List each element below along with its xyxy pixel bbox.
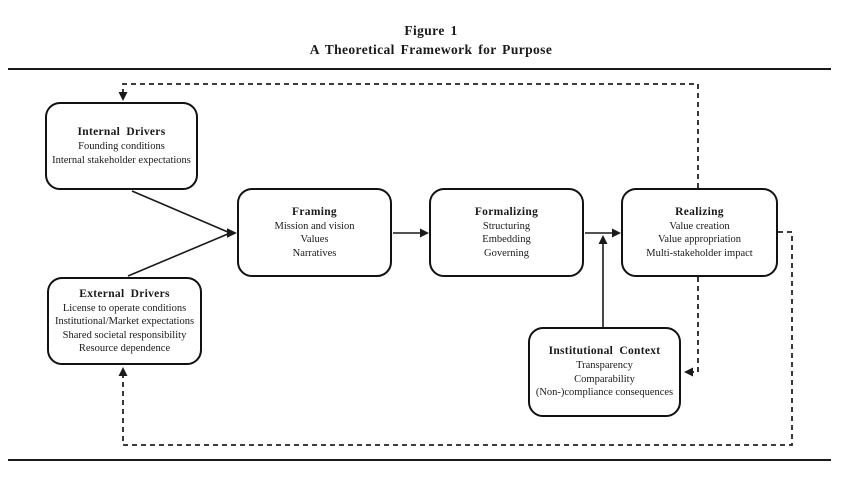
box-framing-line: Narratives (292, 247, 337, 259)
box-internal-drivers-line: Internal stakeholder expectations (52, 154, 191, 166)
box-framing-line: Values (300, 234, 329, 246)
box-institutional-context-line: Transparency (576, 360, 633, 372)
box-institutional-context-title: Institutional Context (548, 345, 661, 358)
box-formalizing-line: Embedding (482, 234, 531, 246)
box-formalizing-line: Structuring (482, 220, 531, 232)
box-realizing-line: Value creation (669, 220, 730, 232)
figure-title-block: Figure 1 A Theoretical Framework for Pur… (0, 21, 862, 59)
box-institutional-context-line: Comparability (574, 373, 635, 385)
figure-label: Figure 1 (404, 23, 458, 38)
top-rule (8, 68, 831, 70)
box-external-drivers-title: External Drivers (79, 287, 170, 300)
arrow-external-drivers-to-framing (127, 232, 230, 277)
box-institutional-context-line: (Non-)compliance consequences (535, 387, 674, 399)
box-internal-drivers-title: Internal Drivers (77, 126, 166, 138)
arrowhead-into-framing (227, 228, 237, 238)
box-institutional-context: Institutional Context Transparency Compa… (528, 327, 681, 417)
box-realizing: Realizing Value creation Value appropria… (621, 188, 778, 277)
bottom-rule (8, 459, 831, 461)
box-realizing-line: Multi-stakeholder impact (646, 247, 753, 259)
box-internal-drivers: Internal Drivers Founding conditions Int… (45, 102, 198, 190)
arrow-internal-drivers-to-framing (131, 190, 230, 234)
box-formalizing: Formalizing Structuring Embedding Govern… (429, 188, 584, 277)
figure-caption: A Theoretical Framework for Purpose (309, 42, 553, 57)
box-realizing-title: Realizing (675, 205, 724, 218)
box-realizing-line: Value appropriation (657, 234, 742, 246)
box-formalizing-title: Formalizing (474, 205, 539, 218)
box-external-drivers-line: Resource dependence (78, 343, 171, 354)
box-internal-drivers-line: Founding conditions (78, 141, 165, 152)
box-external-drivers-line: Shared societal responsibility (62, 329, 187, 341)
box-formalizing-line: Governing (484, 247, 529, 259)
dashed-arrow-realizing-to-institutional-context (684, 277, 699, 377)
box-external-drivers: External Drivers License to operate cond… (47, 277, 202, 365)
box-framing: Framing Mission and vision Values Narrat… (237, 188, 392, 277)
box-external-drivers-line: Institutional/Market expectations (54, 316, 195, 327)
dashed-arrow-realizing-to-external-drivers (118, 231, 793, 446)
box-framing-line: Mission and vision (274, 220, 355, 232)
box-external-drivers-line: License to operate conditions (62, 302, 187, 314)
dashed-arrow-realizing-to-internal-drivers (118, 83, 699, 188)
box-framing-title: Framing (292, 205, 337, 218)
